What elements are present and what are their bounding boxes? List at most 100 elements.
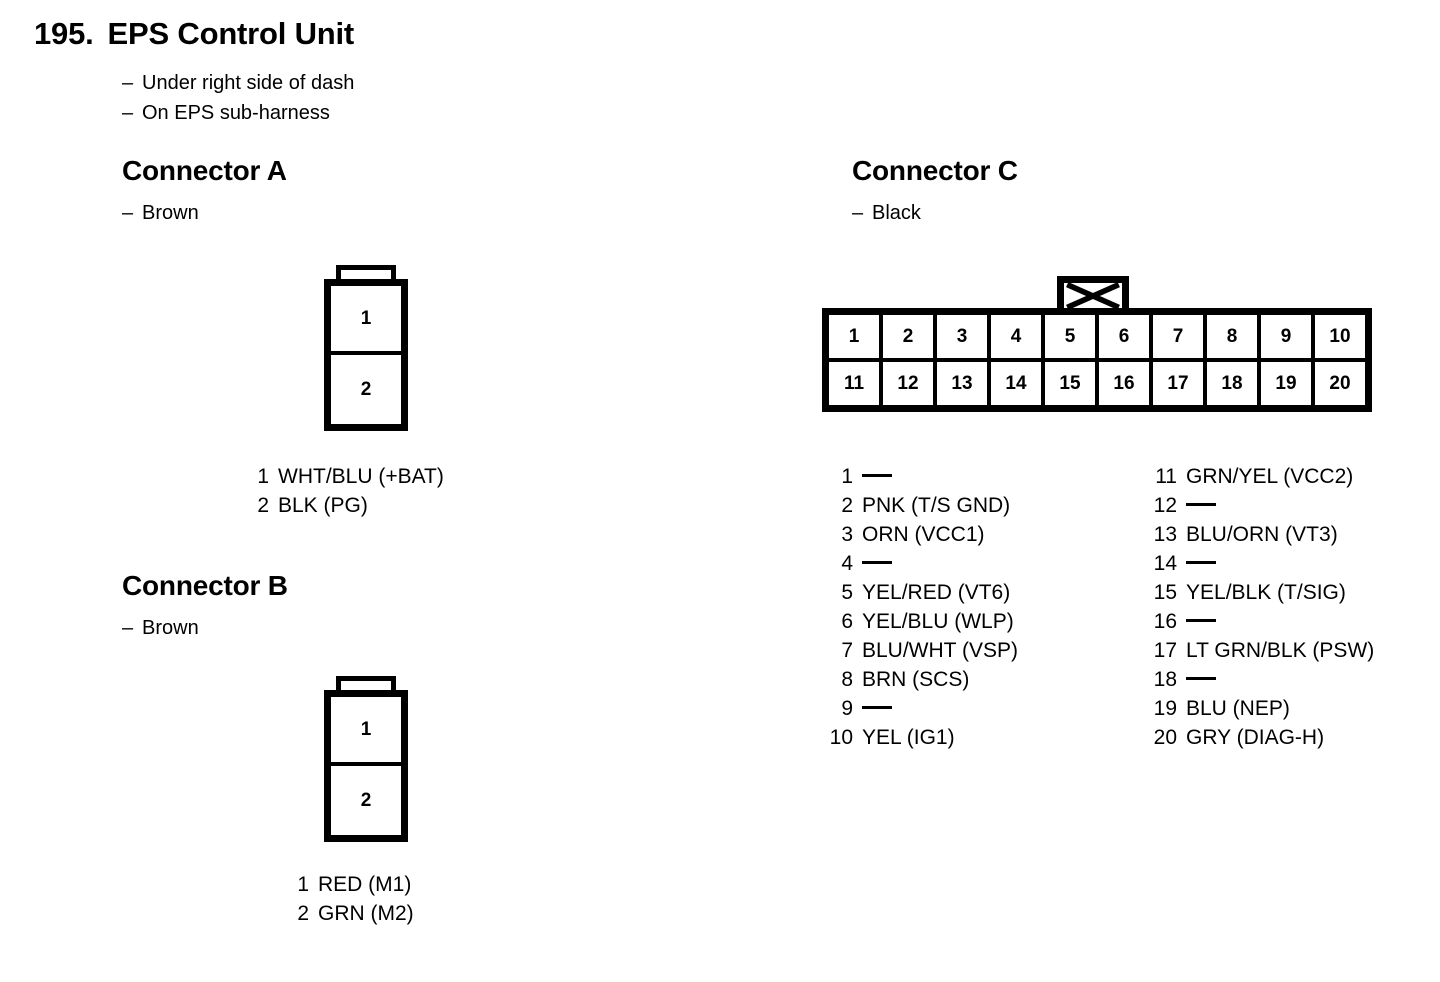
connector-c-color: –Black [852, 202, 921, 225]
connector-c-pin-cell: 14 [991, 362, 1045, 405]
connector-b-pin-list: 1 RED (M1) 2 GRN (M2) [295, 870, 414, 928]
connector-a-heading: Connector A [122, 155, 287, 186]
pin-label: GRN (M2) [318, 902, 414, 925]
pin-unused-dash-icon [1186, 561, 1216, 564]
connector-c-pin-cell: 20 [1329, 372, 1351, 394]
pin-row: 12 [1148, 491, 1374, 520]
pin-number: 10 [829, 726, 853, 749]
connector-c-pin-cell: 5 [1045, 315, 1099, 358]
pin-number: 2 [297, 902, 309, 925]
pin-label: RED (M1) [318, 873, 412, 896]
connector-c-pin-cell: 2 [883, 315, 937, 358]
pin-label: BLU (NEP) [1186, 697, 1290, 720]
pin-number: 16 [1153, 610, 1177, 633]
pin-number: 14 [1153, 552, 1177, 575]
pin-unused-dash-icon [1186, 619, 1216, 622]
connector-c-pin-grid: 1 2 3 4 5 6 7 8 9 10 11 12 13 14 15 16 1… [822, 308, 1372, 412]
pin-number: 19 [1153, 697, 1177, 720]
pin-label: ORN (VCC1) [862, 523, 985, 546]
connector-a-latch-tab-icon [336, 265, 396, 281]
connector-c-grid-row-top: 1 2 3 4 5 6 7 8 9 10 [829, 315, 1365, 362]
pin-unused-dash-icon [862, 474, 892, 477]
pin-row: 1 WHT/BLU (+BAT) [255, 462, 444, 491]
connector-c-pin-cell: 10 [1329, 325, 1351, 347]
connector-b-color-text: Brown [142, 617, 199, 639]
connector-c-pin-cell: 11 [829, 362, 883, 405]
pin-number: 11 [1155, 465, 1177, 488]
page-title-name: EPS Control Unit [107, 16, 355, 51]
pin-number: 2 [257, 494, 269, 517]
pin-row: 10 YEL (IG1) [825, 723, 1018, 752]
pin-row: 20 GRY (DIAG-H) [1148, 723, 1374, 752]
connector-c-pin-cell: 15 [1045, 362, 1099, 405]
pin-row: 1 [825, 462, 1018, 491]
connector-c-pin-cell: 9 [1261, 315, 1315, 358]
pin-label: PNK (T/S GND) [862, 494, 1011, 517]
pin-label: YEL (IG1) [862, 726, 955, 749]
pin-label: BLU/ORN (VT3) [1186, 523, 1338, 546]
pin-row: 2 BLK (PG) [255, 491, 444, 520]
connector-a-color-text: Brown [142, 202, 199, 224]
pin-row: 16 [1148, 607, 1374, 636]
pin-label: YEL/BLK (T/SIG) [1186, 581, 1346, 604]
pin-row: 11 GRN/YEL (VCC2) [1148, 462, 1374, 491]
pin-row: 15 YEL/BLK (T/SIG) [1148, 578, 1374, 607]
pin-number: 4 [841, 552, 853, 575]
connector-b-latch-tab-inner [341, 681, 391, 692]
location-note-1-text: Under right side of dash [142, 72, 355, 94]
pin-unused-dash-icon [862, 561, 892, 564]
pin-label: YEL/RED (VT6) [862, 581, 1011, 604]
pin-label: YEL/BLU (WLP) [862, 610, 1014, 633]
latch-cross-icon [1066, 283, 1120, 309]
location-notes: –Under right side of dash –On EPS sub-ha… [122, 68, 354, 128]
page-title: 195. EPS Control Unit [34, 16, 354, 52]
pin-unused-dash-icon [1186, 677, 1216, 680]
pin-number: 5 [841, 581, 853, 604]
connector-c-pin-cell: 6 [1099, 315, 1153, 358]
connector-c-pin-cell: 7 [1153, 315, 1207, 358]
connector-a-latch-tab-inner [341, 270, 391, 281]
connector-c-drawing: 1 2 3 4 5 6 7 8 9 10 11 12 13 14 15 16 1… [822, 276, 1372, 412]
pin-unused-dash-icon [862, 706, 892, 709]
pin-label: BLU/WHT (VSP) [862, 639, 1018, 662]
connector-c-pin-cell: 18 [1207, 362, 1261, 405]
pin-label: GRY (DIAG-H) [1186, 726, 1325, 749]
connector-c-pin-cell: 19 [1261, 362, 1315, 405]
connector-b-heading: Connector B [122, 570, 288, 601]
connector-c-pin-cell: 17 [1153, 362, 1207, 405]
pin-number: 1 [841, 465, 853, 488]
pin-row: 18 [1148, 665, 1374, 694]
pin-number: 9 [841, 697, 853, 720]
pin-unused-dash-icon [1186, 503, 1216, 506]
pin-number: 12 [1153, 494, 1177, 517]
pin-row: 2 GRN (M2) [295, 899, 414, 928]
pin-row: 7 BLU/WHT (VSP) [825, 636, 1018, 665]
pin-number: 20 [1153, 726, 1177, 749]
connector-c-pin-cell: 13 [937, 362, 991, 405]
connector-c-color-text: Black [872, 202, 921, 224]
pin-row: 1 RED (M1) [295, 870, 414, 899]
pin-number: 15 [1153, 581, 1177, 604]
page-title-number: 195. [34, 16, 94, 51]
pin-number: 17 [1153, 639, 1177, 662]
connector-c-grid-row-bottom: 11 12 13 14 15 16 17 18 19 20 [829, 362, 1365, 405]
connector-a-body: 1 2 [324, 279, 408, 431]
connector-c-latch-tab-icon [1057, 276, 1129, 309]
connector-c-pin-cell: 3 [937, 315, 991, 358]
bullet-dash-icon: – [122, 102, 134, 124]
connector-b-body: 1 2 [324, 690, 408, 842]
connector-c-pin-cell: 12 [883, 362, 937, 405]
bullet-dash-icon: – [122, 72, 134, 94]
pin-label: BRN (SCS) [862, 668, 970, 691]
pin-label: GRN/YEL (VCC2) [1186, 465, 1354, 488]
pin-number: 7 [841, 639, 853, 662]
location-note-2-text: On EPS sub-harness [142, 102, 330, 124]
connector-a-pin-list: 1 WHT/BLU (+BAT) 2 BLK (PG) [255, 462, 444, 520]
pin-number: 18 [1153, 668, 1177, 691]
